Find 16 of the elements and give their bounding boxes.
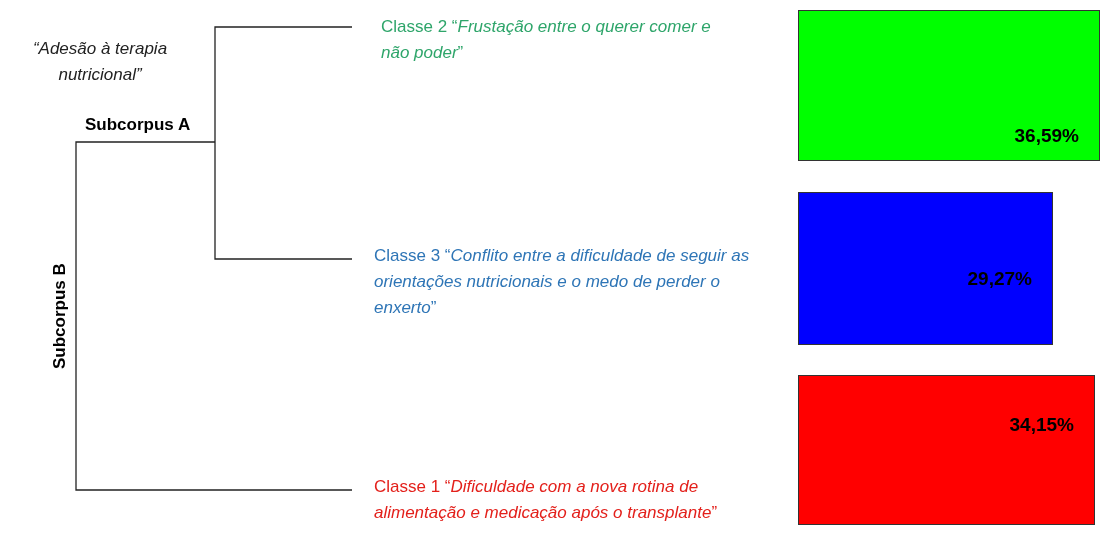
annotation-text: “Adesão à terapia nutricional” (32, 39, 168, 84)
class-label: Classe 2 “Frustação entre o querer comer e não poder” (352, 14, 718, 70)
percentage-bar (798, 375, 1095, 525)
dendrogram-branch (214, 26, 353, 143)
branch-label: Subcorpus B (44, 142, 76, 490)
percentage-bar (798, 192, 1053, 345)
class-label: Classe 3 “Conflito entre a dificuldade de seguir as orientações nutricionais e o medo de perder o enxerto” (352, 243, 768, 325)
percentage-value: 36,59% (1014, 124, 1079, 147)
class-label: Classe 1 “Dificuldade com a nova rotina de alimentação e medicação após o transplante” (352, 474, 793, 553)
dendrogram-branch (214, 141, 353, 260)
percentage-value: 29,27% (967, 267, 1032, 290)
percentage-bar (798, 10, 1100, 161)
dendrogram-branch (75, 141, 216, 317)
branch-label: Subcorpus A (85, 115, 216, 143)
dendrogram-branch (75, 315, 353, 491)
percentage-value: 34,15% (1009, 414, 1074, 436)
